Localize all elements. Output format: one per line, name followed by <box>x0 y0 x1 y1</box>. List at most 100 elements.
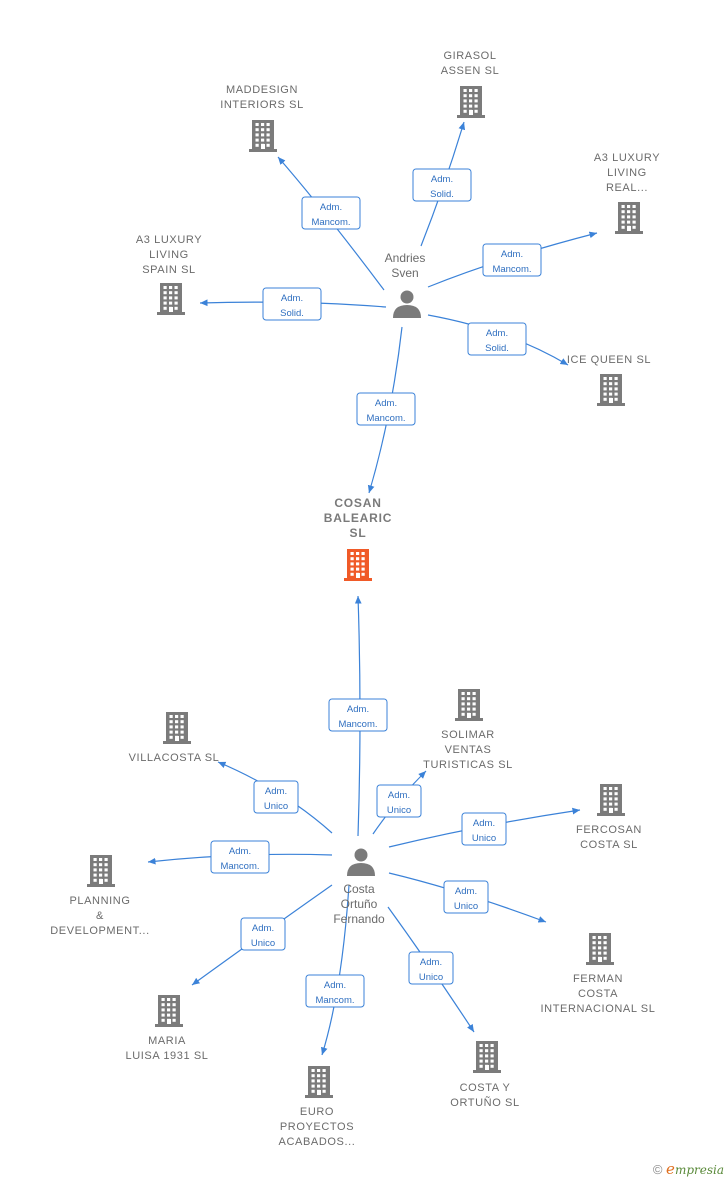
role-text: Adm. <box>252 923 274 934</box>
role-text: Unico <box>454 901 478 912</box>
company-name-solimar: TURISTICAS SL <box>423 759 513 771</box>
company-name-a3real: LIVING <box>607 167 647 179</box>
company-name-maria: MARIA <box>148 1035 186 1047</box>
role-badge-euro[interactable]: Adm. Mancom. <box>305 974 365 1008</box>
role-badge-a3spain[interactable]: Adm.Solid. <box>262 287 322 321</box>
company-name-maria: LUISA 1931 SL <box>125 1050 208 1062</box>
role-badge-box[interactable] <box>408 951 454 985</box>
role-text: Solid. <box>485 343 509 354</box>
role-badge-box[interactable] <box>240 917 286 951</box>
building-icon[interactable] <box>344 549 372 581</box>
building-icon[interactable] <box>249 120 277 152</box>
building-icon[interactable] <box>597 784 625 816</box>
role-text: Unico <box>264 801 288 812</box>
company-name-solimar: SOLIMAR <box>441 729 495 741</box>
role-badge-a3real[interactable]: Adm.Mancom. <box>482 243 542 277</box>
company-name-planning: & <box>96 910 104 922</box>
person-icon[interactable] <box>393 290 421 319</box>
building-icon[interactable] <box>87 855 115 887</box>
company-name-a3real: A3 LUXURY <box>594 152 660 164</box>
company-name-center: SL <box>350 526 367 540</box>
role-badge-villacosta[interactable]: Adm. Unico <box>253 780 299 814</box>
role-text: Adm. <box>320 202 342 213</box>
role-text: Adm. <box>375 398 397 409</box>
role-text: Adm. <box>281 293 303 304</box>
company-name-girasol: ASSEN SL <box>441 65 500 77</box>
building-icon[interactable] <box>163 712 191 744</box>
company-name-fercosan: COSTA SL <box>580 839 638 851</box>
role-badge-girasol[interactable]: Adm. Solid. <box>412 168 472 202</box>
company-name-icequeen: ICE QUEEN SL <box>567 354 651 366</box>
role-text: Unico <box>387 805 411 816</box>
role-text: Adm. <box>420 957 442 968</box>
building-icon[interactable] <box>473 1041 501 1073</box>
building-icon[interactable] <box>157 283 185 315</box>
person-icon[interactable] <box>347 848 375 877</box>
company-name-fercosan: FERCOSAN <box>576 824 642 836</box>
building-icon[interactable] <box>457 86 485 118</box>
role-text: Solid. <box>430 189 454 200</box>
company-name-costay: COSTA Y <box>460 1082 511 1094</box>
role-text: Adm. <box>431 174 453 185</box>
role-badge-box[interactable] <box>443 880 489 914</box>
role-badge-maria[interactable]: Adm. Unico <box>240 917 286 951</box>
roles-layer: Adm. Mancom. Adm. Solid. Adm. Mancom. Adm. Soli… <box>210 168 542 1008</box>
building-icon[interactable] <box>597 374 625 406</box>
role-badge-box[interactable] <box>210 840 270 874</box>
building-icon[interactable] <box>586 933 614 965</box>
role-text: Mancom. <box>338 719 377 730</box>
role-badge-ferman[interactable]: Adm. Unico <box>443 880 489 914</box>
company-name-euro: EURO <box>300 1106 334 1118</box>
role-badge-maddesign[interactable]: Adm. Mancom. <box>301 196 361 230</box>
person-name-andries: Sven <box>391 266 418 280</box>
company-name-euro: PROYECTOS <box>280 1121 354 1133</box>
company-name-maddesign: MADDESIGN <box>226 84 298 96</box>
role-text: Mancom. <box>366 413 405 424</box>
role-badge-box[interactable] <box>262 287 322 321</box>
role-badge-box[interactable] <box>412 168 472 202</box>
role-badge-planning[interactable]: Adm. Mancom. <box>210 840 270 874</box>
building-icon[interactable] <box>615 202 643 234</box>
role-badge-fercosan[interactable]: Adm.Unico <box>461 812 507 846</box>
role-text: Adm. <box>388 790 410 801</box>
role-text: Mancom. <box>220 861 259 872</box>
company-name-ferman: INTERNACIONAL SL <box>541 1003 656 1015</box>
role-text: Mancom. <box>311 217 350 228</box>
role-badge-box[interactable] <box>356 392 416 426</box>
role-badge-box[interactable] <box>253 780 299 814</box>
company-name-a3spain: A3 LUXURY <box>136 234 202 246</box>
role-badge-solimar[interactable]: Adm. Unico <box>376 784 422 818</box>
role-text: Adm. <box>324 980 346 991</box>
role-text: Adm. <box>473 818 495 829</box>
role-text: Unico <box>419 972 443 983</box>
role-text: Adm. <box>455 886 477 897</box>
role-text: Adm. <box>229 846 251 857</box>
role-badge-icequeen[interactable]: Adm. Solid. <box>467 322 527 356</box>
role-badge-box[interactable] <box>482 243 542 277</box>
role-badge-box[interactable] <box>305 974 365 1008</box>
building-icon[interactable] <box>155 995 183 1027</box>
footer-brand: © empresia <box>653 1160 724 1178</box>
role-text: Adm. <box>265 786 287 797</box>
empresia-logo[interactable]: empresia <box>666 1160 724 1178</box>
role-badge-costay[interactable]: Adm. Unico <box>408 951 454 985</box>
role-text: Adm. <box>486 328 508 339</box>
role-badge-center[interactable]: Adm. Mancom. <box>356 392 416 426</box>
role-badge-box[interactable] <box>328 698 388 732</box>
role-badge-box[interactable] <box>461 812 507 846</box>
role-text: Adm. <box>347 704 369 715</box>
role-text: Mancom. <box>315 995 354 1006</box>
company-name-euro: ACABADOS... <box>279 1136 356 1148</box>
person-name-costa: Fernando <box>333 912 385 926</box>
company-name-ferman: FERMAN <box>573 973 623 985</box>
building-icon[interactable] <box>305 1066 333 1098</box>
role-badge-box[interactable] <box>376 784 422 818</box>
role-text: Unico <box>251 938 275 949</box>
role-badge-center[interactable]: Adm. Mancom. <box>328 698 388 732</box>
company-name-planning: PLANNING <box>69 895 130 907</box>
role-badge-box[interactable] <box>301 196 361 230</box>
role-badge-box[interactable] <box>467 322 527 356</box>
building-icon[interactable] <box>455 689 483 721</box>
company-name-a3spain: SPAIN SL <box>142 264 196 276</box>
